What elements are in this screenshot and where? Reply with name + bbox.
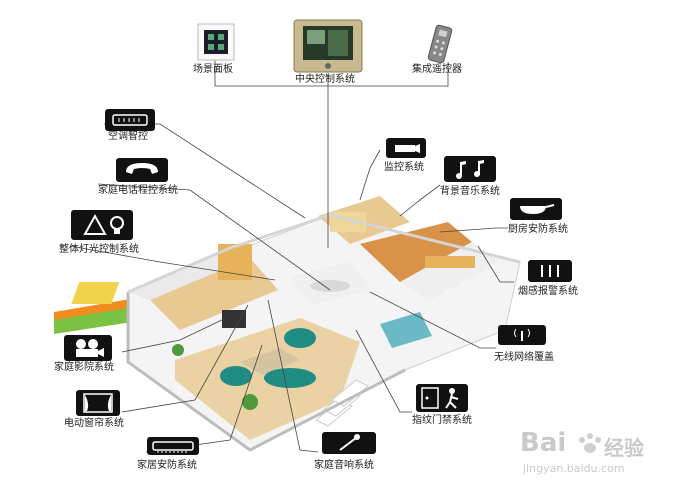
watermark-brand-cn: 经验: [604, 436, 644, 460]
wireless-icon: [498, 325, 546, 345]
label-monitor-system: 监控系统: [384, 162, 424, 173]
label-lighting-control: 整体灯光控制系统: [59, 244, 139, 255]
kitchen-icon: [510, 198, 562, 220]
label-home-theater: 家庭影院系统: [54, 362, 114, 373]
label-curtain-control: 电动窗帘系统: [64, 418, 124, 429]
smoke-alarm-icon: [528, 260, 572, 282]
scene-panel-device: [197, 23, 235, 61]
label-bgm-system: 背景音乐系统: [440, 186, 500, 197]
label-home-security: 家居安防系统: [137, 460, 197, 471]
audio-icon: [322, 432, 376, 454]
label-central-control: 中央控制系统: [295, 74, 355, 85]
label-wireless-network: 无线网络覆盖: [494, 352, 554, 363]
label-access-control: 指纹门禁系统: [412, 415, 472, 426]
label-kitchen-security: 厨房安防系统: [508, 224, 568, 235]
security-icon: [147, 437, 199, 455]
theater-icon: [64, 335, 112, 361]
label-phone-control: 家庭电话程控系统: [98, 185, 178, 196]
label-smoke-alarm: 烟感报警系统: [518, 286, 578, 297]
label-audio-system: 家庭音响系统: [314, 460, 374, 471]
watermark-url: jingyan.baidu.com: [523, 462, 625, 475]
label-remote-control: 集成遥控器: [412, 64, 462, 75]
label-scene-panel: 场景面板: [193, 64, 233, 75]
watermark-brand: Bai: [520, 428, 567, 458]
label-ac-control: 空调智控: [108, 131, 148, 142]
fingerprint-icon: [416, 384, 468, 412]
central-control-device: [293, 19, 363, 73]
phone-icon: [116, 158, 168, 182]
baidu-paw-icon: [579, 433, 601, 453]
curtain-icon: [76, 390, 120, 416]
remote-control-device: [427, 24, 453, 64]
camera-icon: [386, 138, 426, 158]
house-model: [71, 196, 521, 452]
ac-icon: [105, 109, 155, 131]
music-icon: [444, 156, 496, 182]
lighting-icon: [71, 210, 133, 240]
